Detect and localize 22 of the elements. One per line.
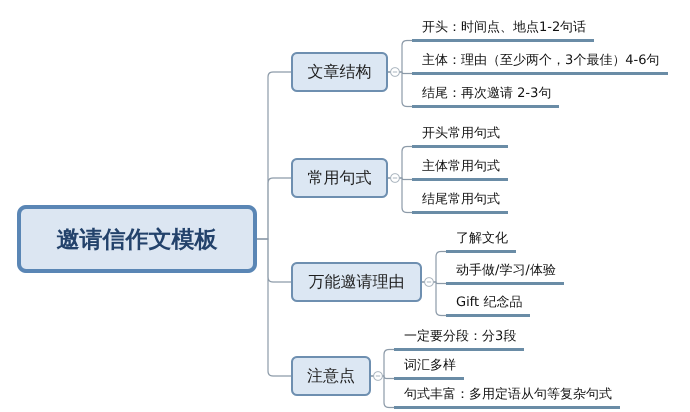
subtopic-label: 动手做/学习/体验 bbox=[446, 260, 564, 285]
topic-box: 注意点 bbox=[291, 356, 371, 396]
subtopic-label: 主体常用句式 bbox=[412, 156, 508, 181]
connector-line bbox=[257, 238, 291, 377]
subtopic-label: 开头：时间点、地点1-2句话 bbox=[412, 17, 594, 42]
subtopic-label: 词汇多样 bbox=[394, 355, 464, 380]
subtopic-label: 结尾：再次邀请 2-3句 bbox=[412, 83, 560, 108]
subtopic-label: Gift 纪念品 bbox=[446, 292, 530, 317]
connector-line bbox=[388, 71, 412, 108]
subtopic-label: 了解文化 bbox=[446, 228, 516, 253]
subtopic-label: 句式丰富：多用定语从句等复杂句式 bbox=[394, 384, 620, 409]
subtopic-label: 开头常用句式 bbox=[412, 123, 508, 148]
connector-line bbox=[371, 375, 394, 408]
topic-box: 文章结构 bbox=[291, 52, 388, 92]
subtopic-label: 主体：理由（至少两个，3个最佳）4-6句 bbox=[412, 50, 668, 75]
connector-line bbox=[388, 177, 412, 214]
topic-box: 常用句式 bbox=[291, 158, 388, 198]
central-topic-box: 邀请信作文模板 bbox=[17, 205, 257, 273]
subtopic-label: 一定要分段：分3段 bbox=[394, 326, 524, 351]
topic-box: 万能邀请理由 bbox=[291, 262, 422, 302]
subtopic-label: 结尾常用句式 bbox=[412, 189, 508, 214]
connector-line bbox=[422, 281, 446, 316]
